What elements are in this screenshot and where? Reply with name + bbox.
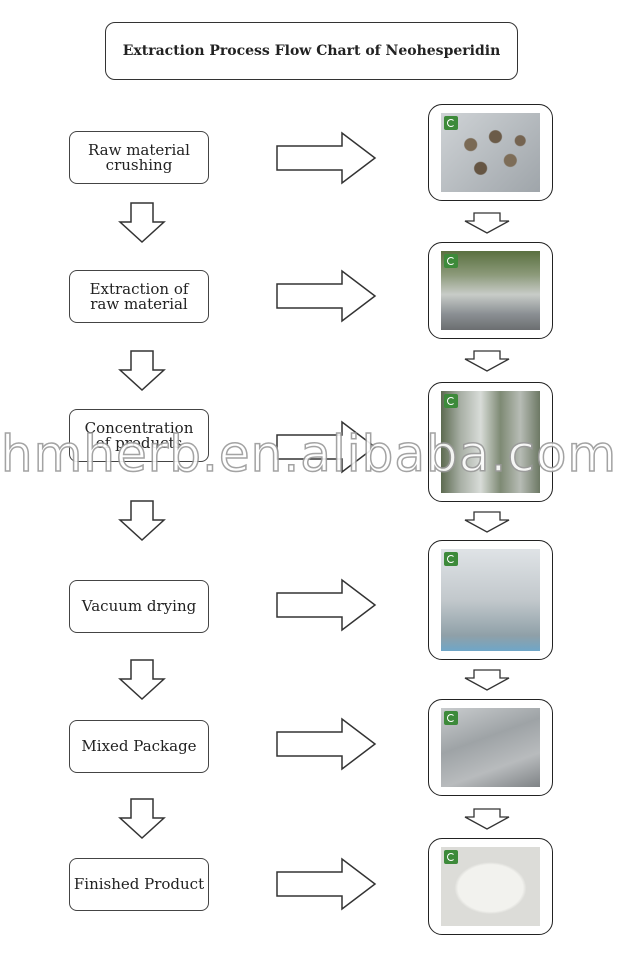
step-1-line-1: Raw material [88, 140, 190, 159]
down-arrow-icon [118, 500, 166, 542]
down-arrow-icon [118, 798, 166, 840]
step-3-line-2: of products [95, 433, 183, 452]
extraction-tanks-photo [441, 251, 540, 330]
right-arrow-icon [276, 269, 377, 323]
company-logo-icon [444, 116, 458, 130]
right-arrow-icon [276, 420, 377, 474]
white-powder-photo [441, 847, 540, 926]
step-2-line-2: raw material [90, 294, 188, 313]
small-down-arrow-icon [464, 350, 510, 372]
right-arrow-icon [276, 717, 377, 771]
dried-fruit-pile-photo [441, 113, 540, 192]
step-mixed-package: Mixed Package [69, 720, 209, 773]
step-vacuum-drying: Vacuum drying [69, 580, 209, 633]
photo-frame-raw-material [428, 104, 553, 201]
step-3-line-1: Concentration [84, 418, 194, 437]
down-arrow-icon [118, 350, 166, 392]
right-arrow-icon [276, 578, 377, 632]
small-down-arrow-icon [464, 808, 510, 830]
step-1-line-2: crushing [105, 155, 173, 174]
step-5-line-1: Mixed Package [81, 737, 197, 755]
watermark-text: hmherb.en.alibaba.com [0, 424, 618, 484]
right-arrow-icon [276, 857, 377, 911]
concentration-equipment-photo [441, 391, 540, 493]
chart-title-box: Extraction Process Flow Chart of Neohesp… [105, 22, 518, 80]
chart-title: Extraction Process Flow Chart of Neohesp… [122, 43, 501, 59]
vacuum-dryer-worker-photo [441, 549, 540, 651]
photo-frame-finished-product [428, 838, 553, 935]
small-down-arrow-icon [464, 212, 510, 234]
photo-frame-concentration [428, 382, 553, 502]
company-logo-icon [444, 254, 458, 268]
step-finished-product: Finished Product [69, 858, 209, 911]
small-down-arrow-icon [464, 511, 510, 533]
company-logo-icon [444, 394, 458, 408]
company-logo-icon [444, 850, 458, 864]
step-6-line-1: Finished Product [73, 875, 205, 893]
step-2-line-1: Extraction of [89, 279, 189, 298]
mixing-machine-worker-photo [441, 708, 540, 787]
photo-frame-vacuum-drying [428, 540, 553, 660]
right-arrow-icon [276, 131, 377, 185]
photo-frame-mixing [428, 699, 553, 796]
step-4-line-1: Vacuum drying [81, 597, 197, 615]
down-arrow-icon [118, 659, 166, 701]
down-arrow-icon [118, 202, 166, 244]
photo-frame-extraction [428, 242, 553, 339]
company-logo-icon [444, 552, 458, 566]
company-logo-icon [444, 711, 458, 725]
small-down-arrow-icon [464, 669, 510, 691]
